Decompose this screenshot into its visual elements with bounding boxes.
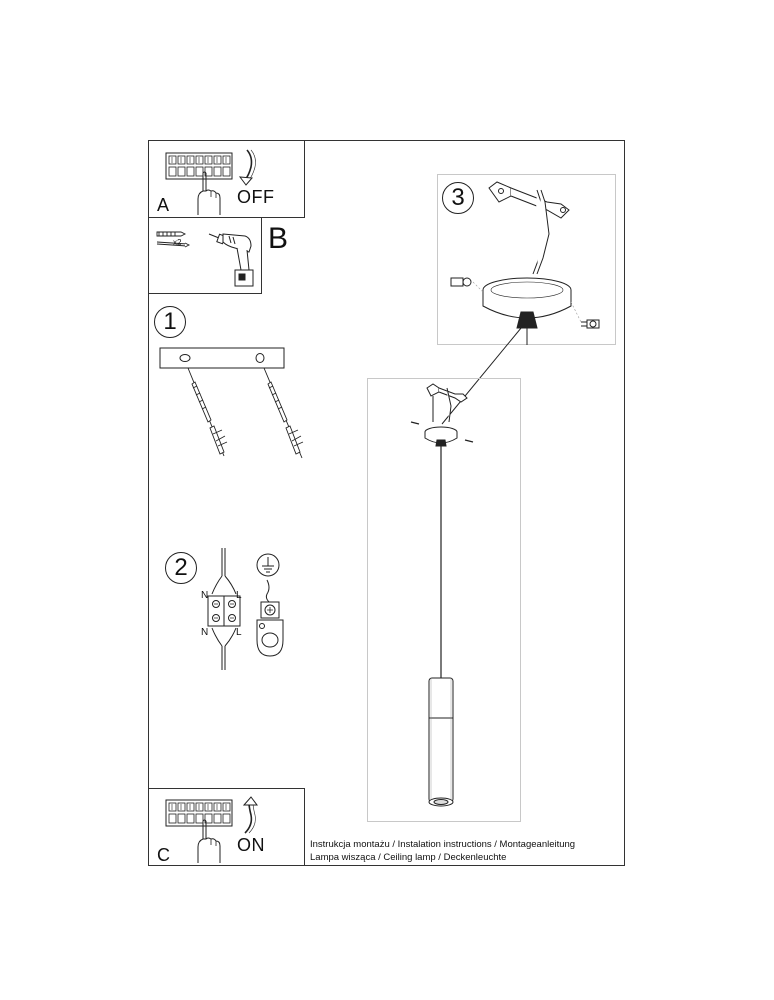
hand-icon	[197, 819, 221, 863]
panel-c: C ON	[148, 788, 305, 866]
detail-pointer-line	[441, 321, 527, 425]
wall-plug-icon	[156, 231, 191, 248]
caption-line-1: Instrukcja montażu / Instalation instruc…	[310, 839, 576, 850]
panel-a: A OFF	[148, 140, 305, 218]
lamp-overview-box	[367, 378, 521, 822]
ground-symbol-icon	[256, 553, 280, 577]
drill-icon	[208, 233, 254, 287]
label-n-bottom: N	[201, 627, 209, 638]
panel-b-letter: B	[268, 222, 289, 255]
label-l-bottom: L	[236, 627, 242, 638]
panel-a-letter: A	[157, 195, 170, 215]
circuit-breaker-icon	[165, 152, 233, 180]
panel-b: x2 B	[148, 217, 288, 294]
panel-c-letter: C	[157, 845, 170, 865]
ceiling-strip	[159, 347, 285, 369]
wall-plug-left	[187, 367, 228, 457]
label-l-top: L	[236, 590, 242, 601]
caption-line-2: Lampa wisząca / Ceiling lamp / Deckenleu…	[310, 852, 507, 863]
step-1-number: 1	[154, 306, 186, 338]
terminal-block-icon	[207, 548, 241, 670]
ceiling-canopy-icon	[450, 181, 600, 345]
arrow-icon	[242, 796, 258, 834]
circuit-breaker-icon	[165, 799, 233, 827]
panel-c-action: ON	[237, 835, 265, 855]
hand-icon	[197, 171, 221, 215]
panel-a-action: OFF	[237, 187, 275, 207]
label-n-top: N	[201, 590, 209, 601]
step-1-drilling-illustration	[159, 347, 304, 459]
step-2-number: 2	[165, 552, 197, 584]
step-3-number: 3	[442, 182, 474, 214]
earth-terminal-icon	[256, 579, 284, 657]
quantity-label: x2	[173, 238, 182, 247]
wall-plug-right	[263, 367, 304, 459]
arrow-icon	[238, 149, 256, 186]
pendant-lamp-icon	[410, 383, 474, 807]
instruction-sheet-frame	[148, 140, 625, 866]
